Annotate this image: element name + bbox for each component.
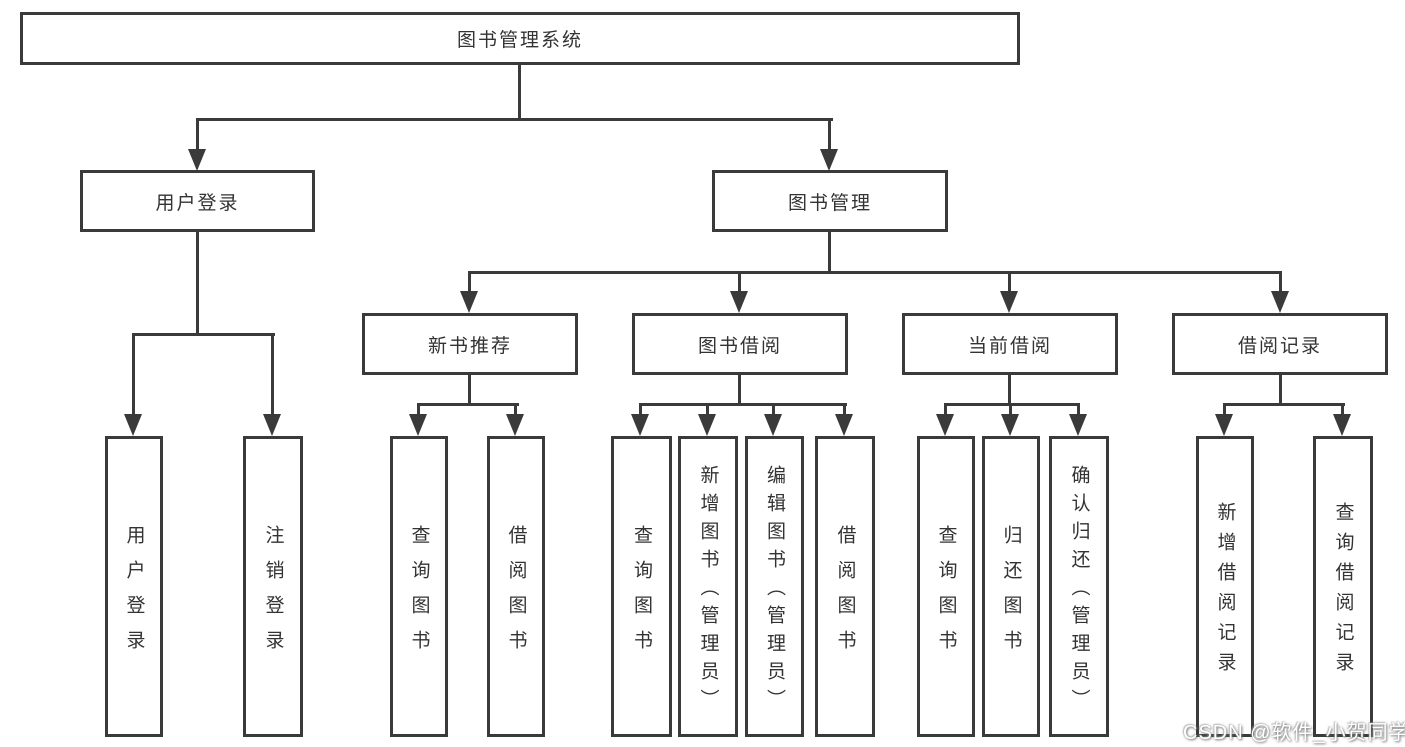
leaf-return-books: 归还图书 bbox=[982, 436, 1040, 737]
connector-to-user-login bbox=[196, 118, 199, 151]
connector-leaf bbox=[772, 403, 775, 418]
arrowhead-down-icon bbox=[263, 414, 281, 436]
leaf-query-books-current-label: 查询图书 bbox=[935, 524, 957, 665]
arrowhead-down-icon bbox=[124, 414, 142, 436]
arrowhead-down-icon bbox=[188, 149, 206, 171]
connector-recommend-stem bbox=[468, 375, 471, 406]
arrowhead-down-icon bbox=[1333, 414, 1351, 436]
connector-to-book-management bbox=[828, 118, 831, 151]
leaf-edit-books-admin: 编辑图书（管理员） bbox=[745, 436, 804, 737]
connector-current-bar bbox=[944, 403, 1080, 406]
arrowhead-down-icon bbox=[460, 291, 478, 313]
connector-borrowing-stem bbox=[738, 375, 741, 406]
connector-leaf bbox=[1341, 403, 1344, 418]
arrowhead-down-icon bbox=[1000, 291, 1018, 313]
node-borrowing-records: 借阅记录 bbox=[1172, 313, 1388, 375]
connector-leaf bbox=[1077, 403, 1080, 418]
leaf-query-books-recommend-label: 查询图书 bbox=[408, 524, 430, 665]
arrowhead-down-icon bbox=[764, 414, 782, 436]
leaf-logout: 注销登录 bbox=[243, 436, 303, 737]
connector-to-current-borrowing bbox=[1008, 271, 1011, 295]
leaf-borrow-books-borrowing-label: 借阅图书 bbox=[834, 524, 856, 665]
connector-records-bar bbox=[1223, 403, 1345, 406]
node-book-borrowing: 图书借阅 bbox=[632, 313, 848, 375]
node-borrowing-records-label: 借阅记录 bbox=[1237, 335, 1322, 357]
connector-root-bar bbox=[196, 118, 833, 121]
connector-user-login-bar bbox=[132, 333, 275, 336]
leaf-query-books-borrowing: 查询图书 bbox=[611, 436, 672, 737]
node-book-borrowing-label: 图书借阅 bbox=[697, 335, 782, 357]
leaf-add-borrow-record-label: 新增借阅记录 bbox=[1214, 502, 1236, 682]
connector-borrowing-bar bbox=[639, 403, 847, 406]
leaf-confirm-return-admin: 确认归还（管理员） bbox=[1049, 436, 1109, 737]
leaf-query-borrow-record: 查询借阅记录 bbox=[1313, 436, 1373, 737]
arrowhead-down-icon bbox=[1001, 414, 1019, 436]
connector-recommend-bar bbox=[417, 403, 519, 406]
node-current-borrowing: 当前借阅 bbox=[902, 313, 1118, 375]
leaf-query-books-borrowing-label: 查询图书 bbox=[631, 524, 652, 665]
leaf-query-books-current: 查询图书 bbox=[917, 436, 975, 737]
leaf-return-books-label: 归还图书 bbox=[1000, 524, 1022, 665]
leaf-query-books-recommend: 查询图书 bbox=[390, 436, 448, 737]
node-current-borrowing-label: 当前借阅 bbox=[967, 335, 1052, 357]
arrowhead-down-icon bbox=[1271, 291, 1289, 313]
node-user-login-label: 用户登录 bbox=[155, 192, 240, 214]
node-user-login: 用户登录 bbox=[80, 170, 315, 232]
arrowhead-down-icon bbox=[730, 291, 748, 313]
connector-leaf bbox=[639, 403, 642, 418]
arrowhead-down-icon bbox=[1069, 414, 1087, 436]
connector-current-stem bbox=[1008, 375, 1011, 406]
leaf-borrow-books-recommend: 借阅图书 bbox=[487, 436, 545, 737]
connector-to-new-book-recommend bbox=[468, 271, 471, 295]
arrowhead-down-icon bbox=[698, 414, 716, 436]
connector-leaf bbox=[843, 403, 846, 418]
leaf-user-login-label: 用户登录 bbox=[123, 524, 145, 665]
connector-to-leaf-user-login bbox=[132, 333, 135, 416]
node-root: 图书管理系统 bbox=[20, 12, 1020, 65]
connector-leaf bbox=[1009, 403, 1012, 418]
connector-to-leaf-logout bbox=[271, 333, 274, 416]
connector-to-book-borrowing bbox=[738, 271, 741, 295]
leaf-borrow-books-recommend-label: 借阅图书 bbox=[505, 524, 527, 665]
connector-leaf bbox=[1223, 403, 1226, 418]
arrowhead-down-icon bbox=[409, 414, 427, 436]
leaf-query-borrow-record-label: 查询借阅记录 bbox=[1332, 502, 1354, 682]
connector-book-mgmt-stem bbox=[828, 232, 831, 274]
csdn-watermark: CSDN @软件_小贺同学 bbox=[1183, 722, 1405, 744]
leaf-user-login: 用户登录 bbox=[105, 436, 163, 737]
connector-leaf bbox=[706, 403, 709, 418]
connector-book-mgmt-bar bbox=[468, 271, 1282, 274]
connector-leaf bbox=[514, 403, 517, 418]
leaf-borrow-books-borrowing: 借阅图书 bbox=[815, 436, 875, 737]
arrowhead-down-icon bbox=[506, 414, 524, 436]
arrowhead-down-icon bbox=[835, 414, 853, 436]
connector-user-login-stem bbox=[196, 232, 199, 336]
node-new-book-recommend: 新书推荐 bbox=[362, 313, 578, 375]
leaf-logout-label: 注销登录 bbox=[262, 524, 284, 665]
node-book-management: 图书管理 bbox=[712, 170, 948, 232]
node-root-label: 图书管理系统 bbox=[456, 30, 583, 51]
connector-records-stem bbox=[1279, 375, 1282, 406]
leaf-confirm-return-admin-label: 确认归还（管理员） bbox=[1068, 465, 1090, 717]
arrowhead-down-icon bbox=[1215, 414, 1233, 436]
node-book-management-label: 图书管理 bbox=[787, 192, 872, 214]
arrowhead-down-icon bbox=[820, 149, 838, 171]
leaf-edit-books-admin-label: 编辑图书（管理员） bbox=[764, 465, 785, 717]
arrowhead-down-icon bbox=[936, 414, 954, 436]
node-new-book-recommend-label: 新书推荐 bbox=[427, 335, 512, 357]
leaf-add-borrow-record: 新增借阅记录 bbox=[1196, 436, 1254, 737]
connector-leaf bbox=[944, 403, 947, 418]
leaf-add-books-admin-label: 新增图书（管理员） bbox=[697, 465, 719, 717]
arrowhead-down-icon bbox=[631, 414, 649, 436]
connector-to-borrowing-records bbox=[1279, 271, 1282, 295]
connector-leaf bbox=[417, 403, 420, 418]
connector-root-stem bbox=[518, 65, 521, 120]
leaf-add-books-admin: 新增图书（管理员） bbox=[678, 436, 738, 737]
